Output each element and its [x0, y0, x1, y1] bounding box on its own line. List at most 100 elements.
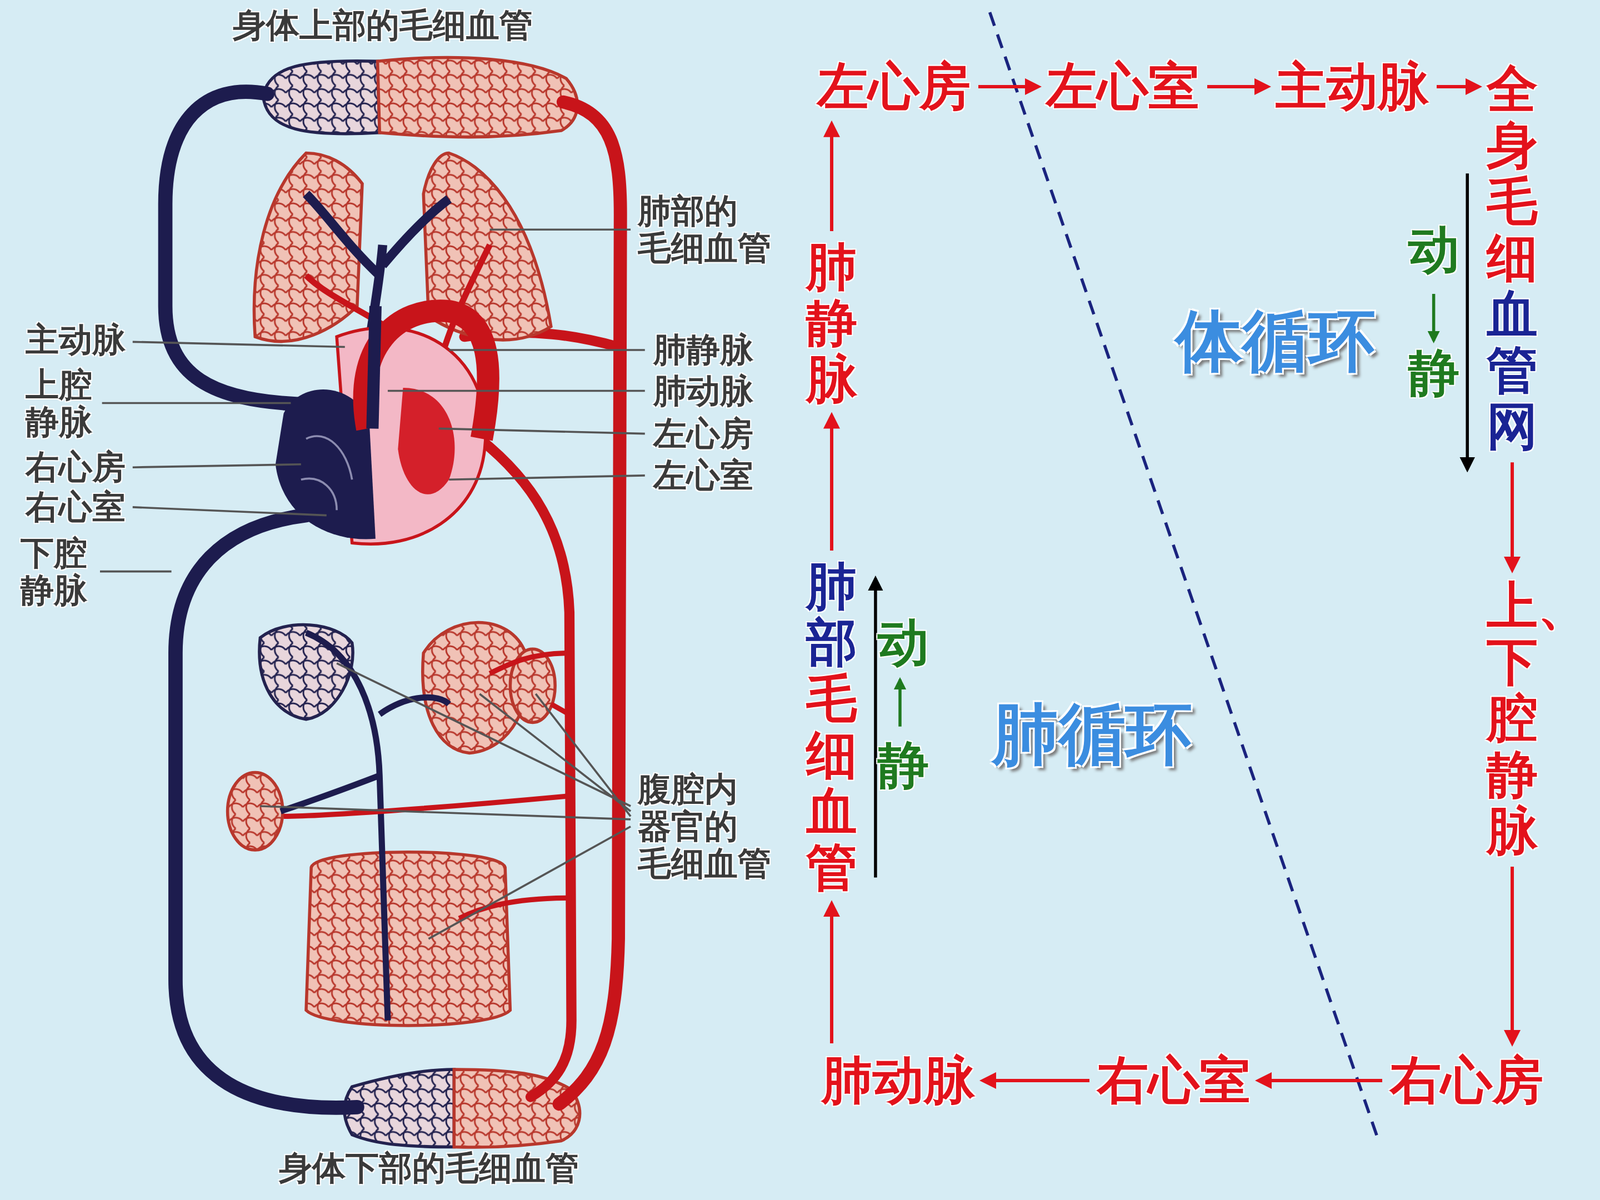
- leader-lines-part: [100, 570, 172, 573]
- step-text: 右心房: [1390, 1050, 1544, 1110]
- leader-lines-part: [448, 348, 645, 352]
- flow-arrow: [830, 415, 834, 551]
- lungs-part: [253, 153, 363, 342]
- flow-step: 主动脉: [1275, 57, 1429, 117]
- flow-step: 肺部毛细血管: [806, 558, 858, 896]
- heart-part: [364, 310, 489, 439]
- leader-lines: [100, 229, 645, 939]
- leader-lines-part: [448, 475, 645, 480]
- illustration-label: 主动脉: [25, 321, 126, 359]
- illustration-label: 腹腔内器官的毛细血管: [637, 770, 772, 883]
- illustration-label: 身体下部的毛细血管: [278, 1149, 579, 1187]
- text-line: 肺部的: [637, 192, 772, 230]
- step-text: 全身毛细血管网: [1486, 59, 1538, 457]
- blood-type-label: 动: [877, 608, 929, 678]
- flow-arrow: [982, 1078, 1090, 1083]
- circulation-title: 肺循环: [992, 690, 1193, 781]
- text-char: 网: [1486, 396, 1538, 457]
- flow-step: 全身毛细血管网: [1486, 61, 1538, 455]
- small-green-arrow: [1432, 293, 1436, 341]
- step-text: 主动脉: [1275, 56, 1429, 117]
- leader-lines-part: [490, 228, 631, 231]
- step-text: 肺静脉: [806, 237, 858, 409]
- text-char: 细: [1486, 228, 1538, 288]
- blood-type-label: 静: [877, 731, 929, 800]
- illustration-label: 上腔静脉: [25, 366, 93, 441]
- illustration-label: 下腔静脉: [20, 534, 88, 609]
- illustration-label: 肺部的毛细血管: [637, 192, 772, 267]
- text-line: 腹腔内: [637, 770, 772, 808]
- step-text: 左心房: [817, 56, 971, 117]
- flow-arrow: [1258, 1078, 1383, 1083]
- heart-part: [397, 387, 455, 495]
- illustration-label: 肺静脉: [653, 331, 754, 369]
- flow-step: 上、下腔静脉: [1486, 577, 1538, 859]
- text-line: 下腔: [20, 534, 88, 572]
- flow-arrow: [1436, 85, 1479, 89]
- flow-arrow: [830, 123, 834, 232]
- text-char: 毛: [1486, 171, 1538, 232]
- flow-arrow: [830, 903, 834, 1044]
- abdominal-organs-part: [227, 772, 283, 850]
- leader-lines-part: [387, 390, 645, 393]
- abdominal-organs-part: [259, 625, 353, 720]
- heart-part: [372, 306, 376, 429]
- leader-lines-part: [438, 428, 645, 434]
- vessels: [165, 91, 621, 1108]
- flow-step: 右心室: [1097, 1051, 1251, 1110]
- leader-lines-part: [102, 402, 292, 405]
- abdominal-organs: [227, 622, 572, 1026]
- text-char: 肺: [806, 556, 858, 617]
- abdominal-organs-part: [283, 653, 572, 919]
- capillary-beds-part: [263, 61, 380, 134]
- text-char: 毛: [806, 668, 858, 729]
- text-line: 静脉: [25, 403, 93, 441]
- flow-direction-arrow: [873, 578, 878, 878]
- text-char: 管: [806, 837, 858, 898]
- divider-dashed-line: [990, 12, 1378, 1138]
- step-text: 左心室: [1046, 56, 1200, 117]
- leader-lines-part: [260, 663, 631, 939]
- illustration-label: 右心房: [25, 448, 126, 486]
- text-line: 上腔: [25, 366, 93, 404]
- circulation-title: 体循环: [1175, 296, 1376, 388]
- text-line: 毛细血管: [637, 229, 772, 267]
- text-char: 管: [1486, 340, 1538, 400]
- leader-lines-part: [132, 464, 302, 468]
- text-line: 静脉: [20, 571, 88, 609]
- text-line: 毛细血管: [637, 845, 772, 883]
- small-green-arrow: [898, 679, 902, 727]
- illustration-label: 身体上部的毛细血管: [232, 6, 533, 44]
- text-char: 部: [806, 612, 858, 673]
- text-char: 血: [1486, 284, 1538, 344]
- step-text: 右心室: [1097, 1050, 1251, 1110]
- step-text: 上、下腔静脉: [1486, 576, 1589, 861]
- leader-lines-part: [132, 507, 327, 516]
- blood-type-label: 动: [1408, 215, 1460, 285]
- flow-arrow: [1207, 85, 1268, 89]
- leader-lines-part: [132, 341, 345, 347]
- flow-direction-arrow: [1465, 173, 1469, 470]
- text-line: 器官的: [637, 807, 772, 845]
- illustration-label: 肺动脉: [653, 372, 754, 410]
- flow-arrow: [1510, 462, 1514, 570]
- step-text: 肺部毛细血管: [806, 556, 858, 898]
- heart: [275, 306, 489, 544]
- capillary-beds-part: [377, 57, 578, 138]
- flow-step: 肺动脉: [821, 1051, 975, 1110]
- step-text: 肺动脉: [821, 1050, 975, 1110]
- heart-part: [301, 436, 353, 510]
- flow-step: 右心房: [1390, 1051, 1544, 1110]
- illustration-label: 左心室: [653, 456, 754, 494]
- abdominal-organs-part: [280, 632, 449, 1021]
- illustration-label: 右心室: [25, 488, 126, 526]
- illustration-label: 左心房: [653, 415, 754, 453]
- flow-arrow: [1510, 866, 1514, 1044]
- flow-step: 肺静脉: [806, 238, 858, 408]
- flow-step: 左心室: [1046, 57, 1200, 117]
- text-char: 血: [806, 781, 858, 842]
- abdominal-organs-part: [306, 852, 510, 1026]
- flow-step: 左心房: [817, 57, 971, 117]
